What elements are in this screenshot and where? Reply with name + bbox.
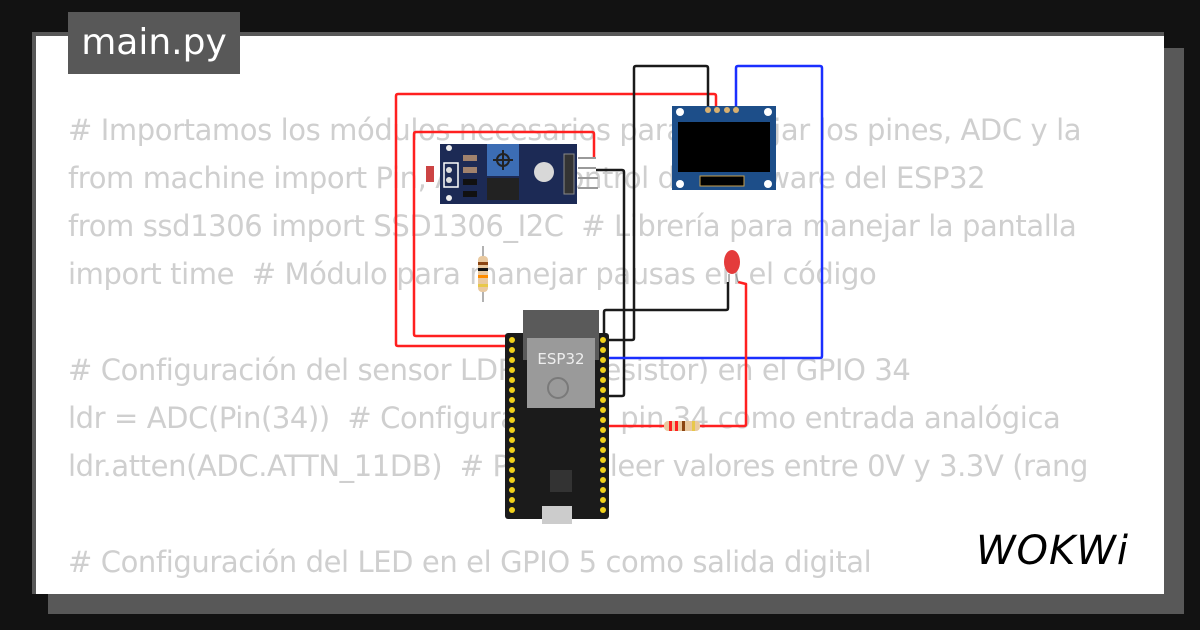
- svg-text:ESP32: ESP32: [537, 350, 584, 368]
- red-led: [724, 250, 740, 283]
- code-line: ldr = ADC(Pin(34)) # Configuramos el pin…: [68, 401, 1061, 435]
- code-line: # Configuración del LED en el GPIO 5 com…: [68, 545, 872, 579]
- code-panel-inner: # Importamos los módulos necesarios para…: [36, 36, 1164, 594]
- wire-red-ldr-vcc: [412, 130, 596, 338]
- code-line: ldr.atten(ADC.ATTN_11DB) # Permite leer …: [68, 449, 1089, 483]
- file-tab: main.py: [68, 12, 240, 74]
- oled-display: [672, 106, 776, 190]
- wire-black-led: [602, 282, 730, 336]
- wire-black-oled-gnd: [606, 64, 710, 342]
- wire-red-oled-vcc: [394, 92, 718, 348]
- file-tab-label: main.py: [81, 22, 227, 63]
- code-line: led = Pin(5, Pin.OUT) # Configuramos el …: [68, 586, 1088, 594]
- wokwi-logo: WOKWi: [976, 528, 1129, 574]
- esp32-board: ESP32: [505, 310, 609, 524]
- resistor-ldr: [478, 246, 488, 302]
- wire-blue-scl: [606, 64, 824, 360]
- code-preview: # Importamos los módulos necesarios para…: [68, 106, 1088, 594]
- wire-red-led: [700, 280, 748, 428]
- resistor-led: [664, 421, 700, 431]
- wire-black-ldr-gnd: [596, 168, 626, 398]
- ldr-module: [426, 144, 577, 204]
- code-line: import time # Módulo para manejar pausas…: [68, 257, 877, 291]
